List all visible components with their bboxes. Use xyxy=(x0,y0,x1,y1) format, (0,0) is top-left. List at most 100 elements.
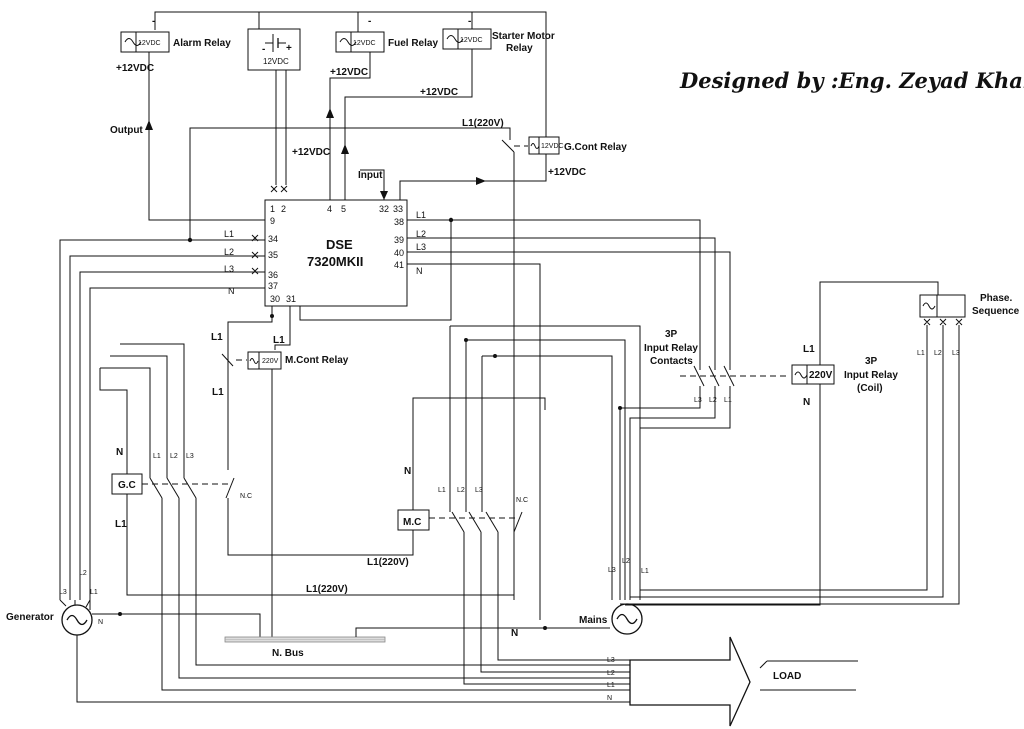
svg-text:L2: L2 xyxy=(934,350,942,357)
svg-text:L2: L2 xyxy=(416,229,426,239)
load-output: L3 L2 L1 N LOAD xyxy=(607,636,858,727)
svg-text:4: 4 xyxy=(327,204,332,214)
starter-motor-relay: 12VDC Starter Motor Relay xyxy=(442,28,555,54)
svg-text:L2: L2 xyxy=(457,487,465,494)
svg-text:L2: L2 xyxy=(622,558,630,565)
svg-text:L3: L3 xyxy=(59,589,67,596)
svg-text:L3: L3 xyxy=(608,567,616,574)
gc-label: G.C xyxy=(118,480,136,491)
svg-text:Contacts: Contacts xyxy=(650,356,693,367)
svg-text:N: N xyxy=(404,466,411,477)
controller-model: 7320MKII xyxy=(307,254,363,269)
ac-source-icon xyxy=(616,613,638,625)
svg-text:L3: L3 xyxy=(952,350,960,357)
g-cont-label: G.Cont Relay xyxy=(564,142,627,153)
svg-text:L1: L1 xyxy=(212,387,224,398)
svg-text:3P: 3P xyxy=(665,329,678,340)
svg-text:L3: L3 xyxy=(224,264,234,274)
svg-text:3P: 3P xyxy=(865,356,878,367)
m-cont-relay: 220V M.Cont Relay xyxy=(221,351,349,370)
alarm-relay: 12VDC Alarm Relay xyxy=(120,31,231,53)
svg-text:Input: Input xyxy=(358,170,383,181)
generator-label: Generator xyxy=(6,612,54,623)
battery: - + 12VDC xyxy=(247,28,301,71)
svg-text:12VDC: 12VDC xyxy=(541,143,564,150)
svg-text:37: 37 xyxy=(268,281,278,291)
svg-text:N: N xyxy=(607,695,612,702)
neutral-bus: N. Bus xyxy=(224,636,386,659)
fuel-relay-label: Fuel Relay xyxy=(388,38,438,49)
svg-text:33: 33 xyxy=(393,204,403,214)
svg-text:38: 38 xyxy=(394,217,404,227)
svg-text:N: N xyxy=(511,628,518,639)
coil-symbol-icon xyxy=(124,38,142,46)
starter-relay-label-1: Starter Motor xyxy=(492,31,555,42)
svg-text:L1: L1 xyxy=(224,229,234,239)
svg-text:L3: L3 xyxy=(475,487,483,494)
mc-contactor: M.C L1 L2 L3 N.C xyxy=(397,487,528,533)
svg-text:Output: Output xyxy=(110,125,143,136)
svg-text:L2: L2 xyxy=(709,397,717,404)
mc-label: M.C xyxy=(403,517,421,528)
svg-text:36: 36 xyxy=(268,270,278,280)
mains-label: Mains xyxy=(579,615,608,626)
svg-text:L3: L3 xyxy=(694,397,702,404)
svg-text:L1: L1 xyxy=(607,682,615,689)
svg-text:L3: L3 xyxy=(607,657,615,664)
n-bus-label: N. Bus xyxy=(272,648,304,659)
g-cont-relay: 12VDC G.Cont Relay xyxy=(528,136,627,155)
svg-text:+: + xyxy=(286,43,292,54)
svg-text:5: 5 xyxy=(341,204,346,214)
svg-text:1: 1 xyxy=(270,204,275,214)
svg-text:N: N xyxy=(803,397,810,408)
svg-text:32: 32 xyxy=(379,204,389,214)
svg-text:-: - xyxy=(368,16,371,27)
controller-name: DSE xyxy=(326,237,353,252)
svg-text:2: 2 xyxy=(281,204,286,214)
svg-text:L1: L1 xyxy=(917,350,925,357)
svg-text:34: 34 xyxy=(268,234,278,244)
alarm-relay-label: Alarm Relay xyxy=(173,38,231,49)
mains-source: Mains L3 L2 L1 xyxy=(579,558,649,635)
svg-text:-: - xyxy=(468,16,471,27)
svg-text:N: N xyxy=(116,447,123,458)
svg-text:L3: L3 xyxy=(416,242,426,252)
svg-text:Phase.: Phase. xyxy=(980,293,1012,304)
battery-voltage: 12VDC xyxy=(263,57,289,66)
svg-text:+12VDC: +12VDC xyxy=(330,67,368,78)
svg-text:9: 9 xyxy=(270,216,275,226)
gc-contactor: G.C L1 L2 L3 N.C xyxy=(111,453,252,500)
svg-text:L1: L1 xyxy=(153,453,161,460)
svg-text:L1(220V): L1(220V) xyxy=(462,118,504,129)
svg-text:N: N xyxy=(98,619,103,626)
svg-text:12VDC: 12VDC xyxy=(138,40,161,47)
svg-text:L1: L1 xyxy=(115,519,127,530)
svg-text:L1(220V): L1(220V) xyxy=(306,584,348,595)
svg-text:40: 40 xyxy=(394,248,404,258)
svg-text:N.C: N.C xyxy=(240,493,252,500)
svg-text:-: - xyxy=(152,16,155,27)
svg-text:+12VDC: +12VDC xyxy=(548,167,586,178)
dse-controller: DSE 7320MKII 1 2 4 5 32 33 9 34 35 36 37… xyxy=(264,199,408,307)
svg-text:Input Relay: Input Relay xyxy=(844,370,898,381)
svg-text:-: - xyxy=(262,44,265,55)
svg-text:N: N xyxy=(228,286,235,296)
svg-text:+12VDC: +12VDC xyxy=(116,63,154,74)
svg-text:Sequence: Sequence xyxy=(972,306,1020,317)
svg-text:12VDC: 12VDC xyxy=(353,40,376,47)
svg-text:L2: L2 xyxy=(79,570,87,577)
starter-relay-label-2: Relay xyxy=(506,43,533,54)
generator-source: Generator L3 L2 L1 N xyxy=(6,570,103,636)
svg-text:L1: L1 xyxy=(803,344,815,355)
svg-text:N.C: N.C xyxy=(516,497,528,504)
svg-text:L1: L1 xyxy=(416,210,426,220)
svg-text:(Coil): (Coil) xyxy=(857,383,883,394)
svg-text:L2: L2 xyxy=(224,247,234,257)
svg-text:31: 31 xyxy=(286,294,296,304)
svg-text:L1: L1 xyxy=(724,397,732,404)
svg-text:12VDC: 12VDC xyxy=(460,37,483,44)
3p-input-relay-coil: 220V 3P Input Relay (Coil) L1 N xyxy=(791,344,898,408)
svg-text:L2: L2 xyxy=(607,670,615,677)
svg-text:L1: L1 xyxy=(90,589,98,596)
